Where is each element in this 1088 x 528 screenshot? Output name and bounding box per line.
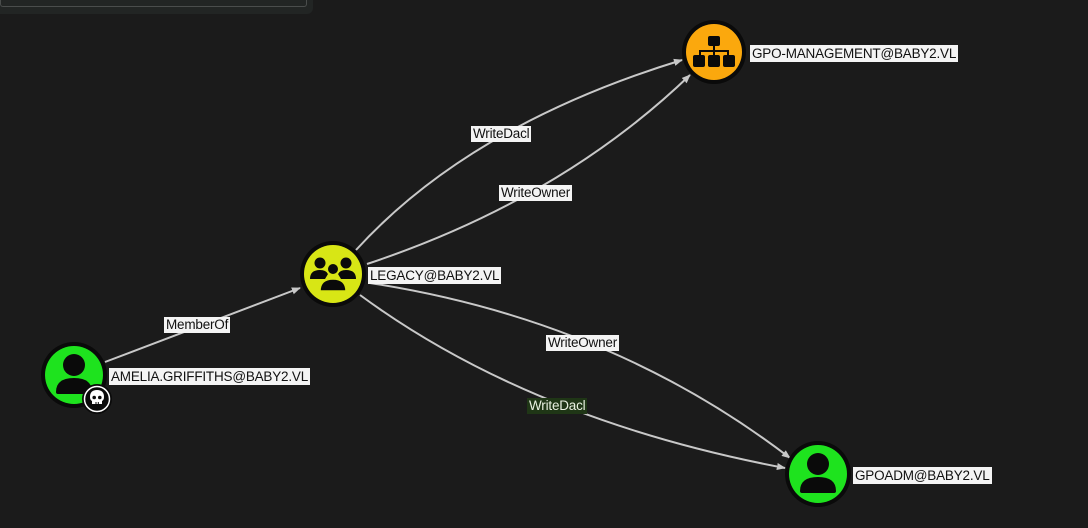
- edge-label-writedacl-gpomgmt[interactable]: WriteDacl: [471, 126, 532, 142]
- edge-label-memberof[interactable]: MemberOf: [164, 317, 231, 333]
- search-panel: [0, 0, 313, 14]
- edge-label-writeowner-gpomgmt[interactable]: WriteOwner: [499, 185, 573, 201]
- edge-writeowner-gpomgmt[interactable]: [366, 74, 691, 265]
- skull-icon: [82, 384, 112, 414]
- org-chart-icon: [693, 36, 735, 67]
- edge-writeowner-gpoadm[interactable]: [369, 282, 791, 459]
- node-label-gpo-management[interactable]: GPO-MANAGEMENT@BABY2.VL: [750, 45, 959, 62]
- user-icon: [56, 354, 92, 394]
- edge-writedacl-gpoadm[interactable]: [359, 294, 786, 471]
- node-label-amelia-griffiths[interactable]: AMELIA.GRIFFITHS@BABY2.VL: [109, 368, 311, 385]
- edge-writedacl-gpomgmt[interactable]: [355, 58, 683, 251]
- node-label-gpoadm[interactable]: GPOADM@BABY2.VL: [853, 467, 992, 484]
- node-label-legacy[interactable]: LEGACY@BABY2.VL: [368, 267, 502, 284]
- node-gpoadm[interactable]: [785, 441, 851, 507]
- node-amelia-griffiths[interactable]: [41, 342, 112, 414]
- group-icon: [310, 257, 356, 292]
- edge-label-writedacl-gpoadm[interactable]: WriteDacl: [527, 398, 588, 414]
- edge-label-writeowner-gpoadm[interactable]: WriteOwner: [546, 335, 620, 351]
- user-icon: [800, 453, 836, 493]
- search-panel-field[interactable]: [0, 0, 307, 7]
- node-legacy[interactable]: [300, 241, 366, 307]
- node-gpo-management[interactable]: [682, 20, 746, 84]
